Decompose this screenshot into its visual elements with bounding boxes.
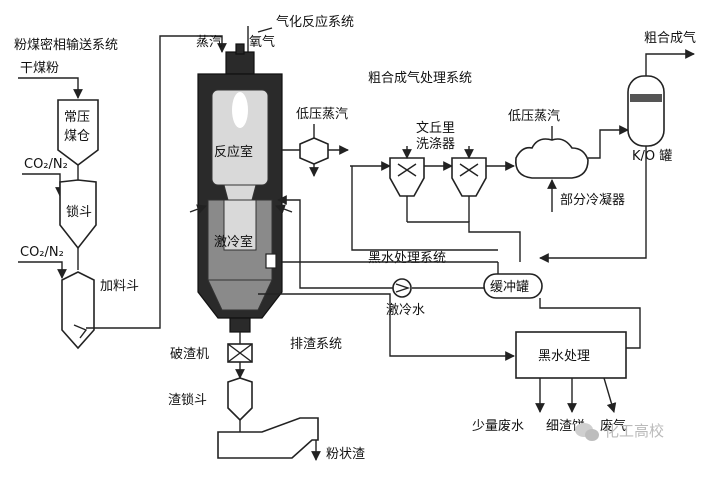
lock-hopper bbox=[59, 179, 97, 250]
waste-gas-label: 废气 bbox=[600, 418, 626, 434]
raw-syngas-out bbox=[645, 49, 695, 76]
black-water-system-label: 黑水处理系统 bbox=[368, 251, 446, 266]
flame-glow bbox=[232, 92, 248, 128]
venturi-label-1: 文丘里 bbox=[416, 121, 455, 136]
side-inlet-left bbox=[189, 204, 207, 214]
steam-exchanger: 低压蒸汽 bbox=[282, 107, 349, 177]
raw-syngas-label: 粗合成气 bbox=[644, 30, 696, 46]
syngas-treatment-label: 粗合成气处理系统 bbox=[368, 70, 472, 86]
steam-label: 蒸汽 bbox=[196, 35, 222, 50]
venturi-scrubber-2 bbox=[451, 157, 487, 197]
feed-hopper-outlet bbox=[73, 324, 88, 339]
ko-drum-label: K/O 罐 bbox=[632, 149, 672, 164]
buffer-to-treatment bbox=[539, 298, 641, 349]
condenser-to-ko bbox=[588, 125, 629, 159]
slag-lock-hopper bbox=[227, 377, 253, 422]
buffer-tank bbox=[483, 273, 543, 299]
dip-tube bbox=[223, 199, 257, 251]
watermark: 化工高校 bbox=[575, 422, 664, 441]
wechat-icon bbox=[575, 423, 599, 441]
dry-coal-feed-line bbox=[18, 77, 83, 99]
dry-coal-label: 干煤粉 bbox=[20, 61, 59, 76]
gasifier: 蒸汽 氧气 气化反应系统 反应室 激冷室 破渣机 渣锁斗 bbox=[168, 14, 365, 462]
quench-water-return bbox=[277, 195, 393, 289]
lp-steam-right-label: 低压蒸汽 bbox=[508, 109, 560, 124]
venturi-drain-to-buffer bbox=[407, 221, 521, 262]
watermark-text: 化工高校 bbox=[604, 422, 664, 440]
slag-and-treatment: 排渣系统 黑水处理 少量废水 细渣饼 废气 bbox=[258, 293, 627, 434]
ko-drain-to-buffer bbox=[539, 146, 647, 263]
slag-conveyor bbox=[217, 417, 319, 459]
co2n2-line-bottom bbox=[18, 261, 67, 279]
atm-bunker-label-2: 煤仓 bbox=[64, 129, 90, 144]
black-water-loop: 黑水处理系统 缓冲罐 激冷水 bbox=[265, 195, 641, 349]
lp-steam-exchanger bbox=[299, 137, 329, 165]
reaction-chamber-label: 反应室 bbox=[214, 144, 253, 160]
partial-condenser-label: 部分冷凝器 bbox=[560, 192, 625, 208]
waste-water-label: 少量废水 bbox=[472, 418, 524, 434]
syngas-treatment: 粗合成气处理系统 文丘里 洗涤器 低压蒸汽 部分冷凝器 K/O 罐 粗合成气 bbox=[350, 30, 696, 263]
black-water-treatment-label: 黑水处理 bbox=[538, 349, 590, 364]
gasification-leader bbox=[257, 27, 273, 33]
syngas-return-line bbox=[351, 166, 498, 251]
co2n2-label-top: CO₂/N₂ bbox=[24, 157, 68, 172]
crusher-label: 破渣机 bbox=[170, 347, 209, 362]
co2n2-label-bottom: CO₂/N₂ bbox=[20, 245, 64, 260]
quench-water-label: 激冷水 bbox=[386, 303, 425, 318]
venturi-1-cross bbox=[397, 163, 417, 177]
partial-condenser bbox=[515, 138, 589, 179]
ko-drum bbox=[627, 75, 665, 147]
atm-coal-bunker bbox=[57, 99, 99, 166]
venturi-scrubber-1 bbox=[389, 157, 425, 197]
crusher-cross bbox=[227, 343, 253, 363]
gasification-label: 气化反应系统 bbox=[276, 14, 354, 30]
coal-to-gasifier-line bbox=[86, 35, 227, 329]
lp-steam-left-label: 低压蒸汽 bbox=[296, 107, 348, 122]
slag-system-label: 排渣系统 bbox=[290, 337, 342, 352]
coal-feed-system: 粉煤密相输送系统 干煤粉 常压 煤仓 CO₂/N₂ 锁斗 CO₂/N₂ 加料斗 bbox=[14, 35, 227, 350]
gasifier-cone bbox=[207, 279, 273, 311]
venturi-2-cross bbox=[459, 163, 479, 177]
gasifier-outlet bbox=[229, 317, 251, 333]
feed-hopper-label: 加料斗 bbox=[100, 279, 139, 294]
co2n2-line-top bbox=[22, 173, 65, 197]
oxygen-label: 氧气 bbox=[249, 34, 275, 50]
lock-hopper-label: 锁斗 bbox=[66, 204, 92, 220]
coal-transport-label: 粉煤密相输送系统 bbox=[14, 37, 118, 53]
feed-hopper bbox=[61, 271, 95, 350]
burner-nozzle bbox=[235, 43, 245, 55]
gasifier-throat bbox=[223, 184, 257, 201]
powder-slag-label: 粉状渣 bbox=[326, 447, 365, 462]
burner-head bbox=[225, 51, 255, 75]
venturi-label-2: 洗涤器 bbox=[416, 137, 455, 152]
quench-outlet-valve bbox=[265, 253, 277, 269]
ko-demister bbox=[630, 94, 662, 102]
slag-lock-hopper-label: 渣锁斗 bbox=[168, 392, 207, 408]
waste-gas-out bbox=[603, 377, 617, 413]
pump-impeller bbox=[395, 283, 411, 293]
black-water-treatment bbox=[515, 331, 627, 379]
quench-chamber-label: 激冷室 bbox=[214, 234, 253, 250]
slag-water-to-treatment bbox=[258, 293, 515, 361]
atm-bunker-label-1: 常压 bbox=[64, 110, 90, 125]
buffer-tank-label: 缓冲罐 bbox=[490, 280, 529, 295]
side-inlet-right bbox=[275, 204, 293, 214]
